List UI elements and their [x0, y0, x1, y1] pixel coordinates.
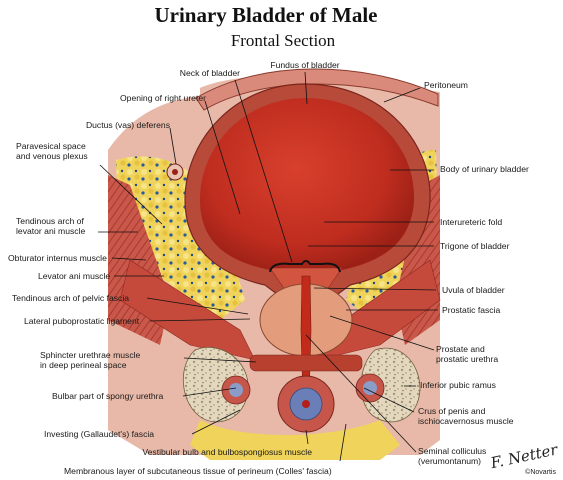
- publisher-credit: ©Novartis: [525, 468, 556, 476]
- bladder-lumen: [200, 98, 415, 276]
- label-pubic-ramus: Inferior pubic ramus: [420, 380, 496, 390]
- ductus-deferens-lumen: [172, 169, 178, 175]
- label-body: Body of urinary bladder: [440, 164, 529, 174]
- label-tendinous-pelvic: Tendinous arch of pelvic fascia: [12, 293, 129, 303]
- label-bulbar: Bulbar part of spongy urethra: [52, 391, 164, 401]
- artist-signature: F. Netter: [488, 440, 560, 472]
- label-crus-1: Crus of penis and: [418, 406, 486, 416]
- label-paravesical-2: and venous plexus: [16, 151, 88, 161]
- label-interureteric: Interureteric fold: [440, 217, 502, 227]
- label-neck: Neck of bladder: [180, 68, 240, 78]
- label-colles: Membranous layer of subcutaneous tissue …: [64, 466, 332, 476]
- label-fundus: Fundus of bladder: [270, 60, 339, 70]
- leader-lines: [98, 71, 438, 462]
- labels: Fundus of bladder Neck of bladder Perito…: [8, 60, 529, 476]
- label-trigone: Trigone of bladder: [440, 241, 510, 251]
- label-levator-ani: Levator ani muscle: [38, 271, 110, 281]
- crus-right-inner: [363, 381, 377, 395]
- label-prostate-1: Prostate and: [436, 344, 485, 354]
- label-prostate-2: prostatic urethra: [436, 354, 498, 364]
- illustration: [108, 68, 441, 460]
- crus-left-inner: [229, 383, 243, 397]
- label-paravesical-1: Paravesical space: [16, 141, 86, 151]
- label-prostatic-fascia: Prostatic fascia: [442, 305, 500, 315]
- label-ductus-deferens: Ductus (vas) deferens: [86, 120, 170, 130]
- label-right-ureter: Opening of right ureter: [120, 93, 206, 103]
- label-gallaudet: Investing (Gallaudet's) fascia: [44, 429, 154, 439]
- label-puboprostatic: Lateral puboprostatic ligament: [24, 316, 140, 326]
- sphincter-urethrae: [249, 354, 363, 372]
- peritoneum-band: [195, 68, 439, 111]
- perineal-fat: [190, 420, 400, 460]
- label-seminal-1: Seminal colliculus: [418, 446, 486, 456]
- page-subtitle: Frontal Section: [231, 31, 336, 50]
- page-title: Urinary Bladder of Male: [154, 3, 377, 27]
- spongy-urethra-lumen: [302, 400, 310, 408]
- label-vestibular: Vestibular bulb and bulbospongiosus musc…: [142, 447, 312, 457]
- label-tendinous-levator-2: levator ani muscle: [16, 226, 85, 236]
- label-tendinous-levator-1: Tendinous arch of: [16, 216, 84, 226]
- label-peritoneum: Peritoneum: [424, 80, 468, 90]
- neck-bracket: [269, 260, 341, 273]
- label-uvula: Uvula of bladder: [442, 285, 505, 295]
- label-obturator: Obturator internus muscle: [8, 253, 107, 263]
- label-sphincter-2: in deep perineal space: [40, 360, 127, 370]
- label-seminal-2: (verumontanum): [418, 456, 481, 466]
- label-crus-2: ischiocavernosus muscle: [418, 416, 514, 426]
- label-sphincter-1: Sphincter urethrae muscle: [40, 350, 141, 360]
